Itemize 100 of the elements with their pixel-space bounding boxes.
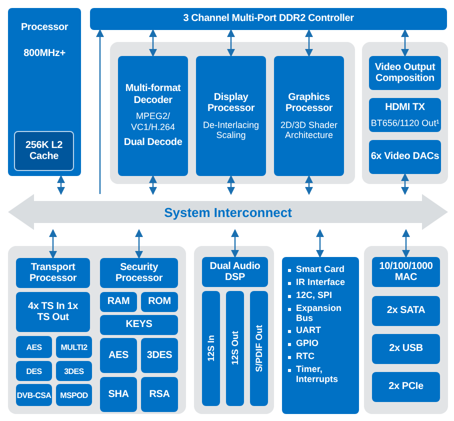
- group-panel: [364, 246, 448, 414]
- function-block: [372, 296, 440, 326]
- function-block: [372, 372, 440, 402]
- function-block: [16, 292, 90, 332]
- block-label: DVB-CSA: [16, 390, 52, 400]
- cache-block: [14, 131, 74, 171]
- list-item: GPIO: [288, 339, 319, 350]
- block-label: Transport Processor: [28, 262, 78, 284]
- block-label: 10/100/1000 MAC: [378, 260, 434, 284]
- block-label: BT656/1120 Out¹: [370, 118, 440, 128]
- block-label: KEYS: [126, 319, 152, 331]
- block-label: AES: [26, 342, 42, 352]
- function-block: [274, 56, 344, 176]
- function-block: [16, 258, 90, 288]
- block-title: Display Processor: [206, 92, 256, 115]
- group-panel: [362, 42, 448, 184]
- block-label: System Interconnect: [164, 204, 292, 220]
- function-block: [141, 377, 178, 412]
- function-block: [56, 384, 92, 406]
- block-label: 12S In: [206, 335, 216, 362]
- function-block: [16, 336, 52, 358]
- block-title: HDMI TX: [385, 102, 425, 114]
- function-block: [100, 377, 137, 412]
- block-label: SHA: [108, 388, 129, 400]
- block-label: 2x SATA: [386, 305, 426, 317]
- list-item: 12C, SPI: [288, 290, 332, 301]
- function-block: [226, 291, 244, 406]
- function-block: [196, 56, 266, 176]
- arrow: [96, 29, 104, 194]
- block-label: 3DES: [64, 366, 84, 376]
- function-block: [372, 334, 440, 364]
- arrow: [401, 173, 409, 195]
- function-block: [16, 361, 52, 381]
- block-label: 2D/3D Shader Architecture: [279, 120, 339, 140]
- arrow: [57, 175, 65, 195]
- block-label: 3 Channel Multi-Port DDR2 Controller: [183, 13, 354, 25]
- function-block: [369, 56, 441, 90]
- function-block: [250, 291, 268, 406]
- interface-list-panel: [282, 257, 359, 414]
- function-block: [141, 292, 178, 312]
- list-item: Expansion Bus: [288, 304, 355, 324]
- block-label: 256K L2 Cache: [24, 140, 64, 162]
- block-label: MULTI2: [60, 342, 88, 352]
- function-block: [372, 257, 440, 287]
- function-block: [118, 56, 188, 176]
- function-block: [100, 338, 137, 373]
- block-label: 2x USB: [389, 343, 423, 355]
- block-label: AES: [108, 350, 128, 362]
- function-block: [100, 258, 178, 288]
- function-block: [100, 292, 137, 312]
- arrow: [49, 229, 57, 259]
- block-label: MPEG2/ VC1/H.264: [130, 111, 176, 132]
- block-label: Security Processor: [114, 262, 164, 284]
- group-panel: [8, 246, 186, 414]
- block-label: DES: [26, 366, 42, 376]
- block-label: S/PDIF Out: [254, 325, 264, 372]
- block-title: Graphics Processor: [284, 92, 334, 115]
- block-label: 4x TS In 1x TS Out: [26, 300, 80, 324]
- function-block: [369, 98, 441, 132]
- arrow: [149, 175, 157, 195]
- block-label: De-Interlacing Scaling: [202, 120, 260, 140]
- arrow: [135, 229, 143, 259]
- block-label: Dual Audio DSP: [208, 260, 262, 284]
- arrow: [227, 29, 235, 57]
- block-label: Dual Decode: [124, 137, 182, 149]
- block-label: RSA: [149, 388, 170, 400]
- block-label: 12S Out: [230, 331, 240, 366]
- arrow: [305, 29, 313, 57]
- arrow: [149, 29, 157, 57]
- block-title: Multi-format Decoder: [124, 83, 182, 106]
- list-item: UART: [288, 326, 321, 336]
- function-block: [141, 338, 178, 373]
- block-label: RAM: [107, 296, 130, 308]
- list-item: Smart Card: [288, 265, 345, 275]
- function-block: [16, 384, 52, 406]
- block-label: Video Output Composition: [374, 62, 436, 84]
- block-label: 3DES: [146, 350, 172, 362]
- arrow: [316, 229, 324, 258]
- arrow: [401, 29, 409, 57]
- function-block: [202, 291, 220, 406]
- block-title: Processor: [20, 22, 68, 34]
- arrow: [402, 229, 410, 258]
- block-label: MSPOD: [60, 390, 88, 400]
- block-label: 800MHz+: [24, 48, 66, 59]
- list-item: IR Interface: [288, 278, 346, 288]
- arrow: [231, 229, 239, 258]
- block-label: 6x Video DACs: [370, 151, 440, 163]
- list-item: RTC: [288, 352, 314, 362]
- interconnect-arrow: [8, 194, 448, 230]
- list-item: Timer, Interrupts: [288, 365, 355, 385]
- function-block: [100, 315, 178, 335]
- function-block: [56, 361, 92, 381]
- arrow: [227, 175, 235, 195]
- arrow: [305, 175, 313, 195]
- function-block: [202, 257, 268, 287]
- function-block: [56, 336, 92, 358]
- controller-bar: [90, 8, 447, 30]
- function-block: [369, 140, 441, 174]
- block-label: ROM: [148, 296, 171, 308]
- group-panel: [110, 42, 355, 184]
